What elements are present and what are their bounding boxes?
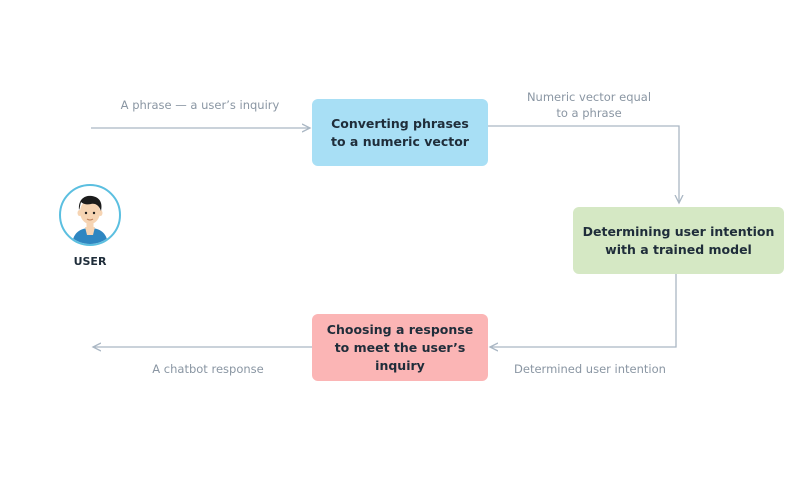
step-determine-box: Determining user intention with a traine…: [573, 207, 784, 274]
edge-label-response: A chatbot response: [152, 362, 264, 376]
arrow-determine-to-choose: [490, 274, 677, 347]
edge-label-intention: Determined user intention: [514, 362, 666, 376]
step-convert-box: Converting phrases to a numeric vector: [312, 99, 488, 166]
user-label: USER: [73, 255, 107, 268]
user-avatar-icon: [59, 184, 121, 246]
edge-label-vector: Numeric vector equal to a phrase: [526, 90, 652, 120]
arrow-convert-to-determine: [488, 125, 679, 203]
edge-label-inquiry: A phrase — a user’s inquiry: [120, 98, 280, 112]
step-choose-box: Choosing a response to meet the user’s i…: [312, 314, 488, 381]
